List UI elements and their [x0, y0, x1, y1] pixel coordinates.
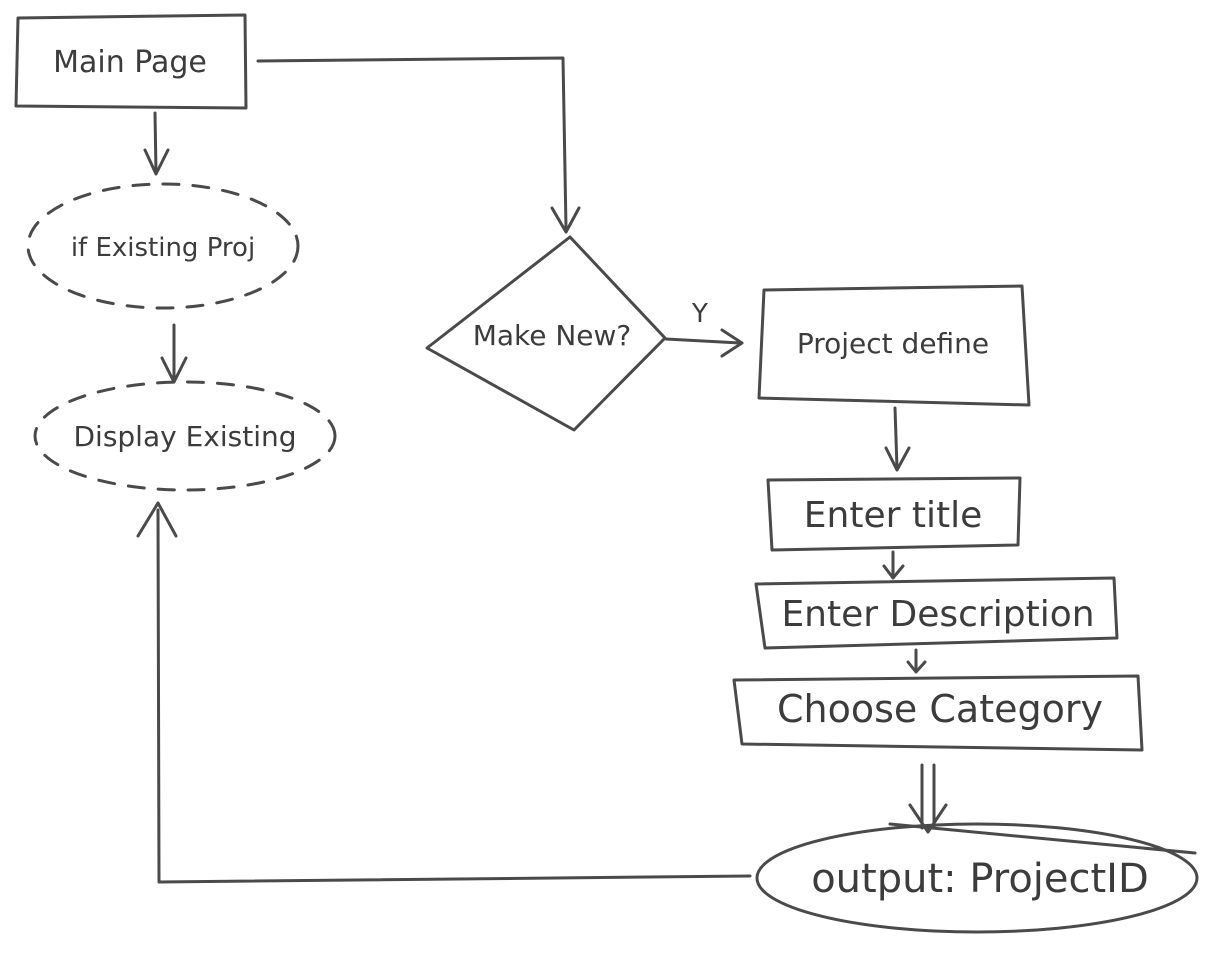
- main-page-label: Main Page: [53, 45, 207, 80]
- arrow-category-to-output: [908, 763, 948, 834]
- arrow-description-to-category: [906, 648, 927, 674]
- yes-label: Y: [691, 299, 708, 329]
- arrow-output-to-display: [136, 501, 752, 884]
- arrow-main-to-makenew: [256, 56, 581, 234]
- choose-category-label: Choose Category: [777, 687, 1103, 731]
- make-new-label: Make New?: [473, 319, 632, 352]
- make-new-decision: Make New?: [425, 235, 667, 432]
- enter-description-label: Enter Description: [781, 594, 1094, 635]
- enter-title-label: Enter title: [804, 495, 982, 536]
- display-existing-node: Display Existing: [33, 380, 337, 492]
- display-existing-label: Display Existing: [73, 420, 296, 453]
- if-existing-label: if Existing Proj: [71, 233, 255, 263]
- choose-category-node: Choose Category: [732, 674, 1144, 752]
- output-node: output: ProjectID: [755, 822, 1199, 934]
- enter-description-node: Enter Description: [754, 576, 1119, 650]
- if-existing-node: if Existing Proj: [26, 182, 300, 310]
- arrow-title-to-description: [882, 550, 905, 580]
- output-label: output: ProjectID: [811, 856, 1149, 902]
- main-page-node: Main Page: [14, 13, 248, 110]
- project-define-label: Project define: [797, 327, 989, 360]
- project-define-node: Project define: [757, 284, 1031, 407]
- enter-title-node: Enter title: [766, 476, 1022, 552]
- arrow-main-to-existing: [143, 111, 170, 176]
- arrow-yes: Y: [664, 299, 744, 358]
- arrow-define-to-title: [884, 406, 911, 472]
- arrow-existing-to-display: [160, 323, 188, 384]
